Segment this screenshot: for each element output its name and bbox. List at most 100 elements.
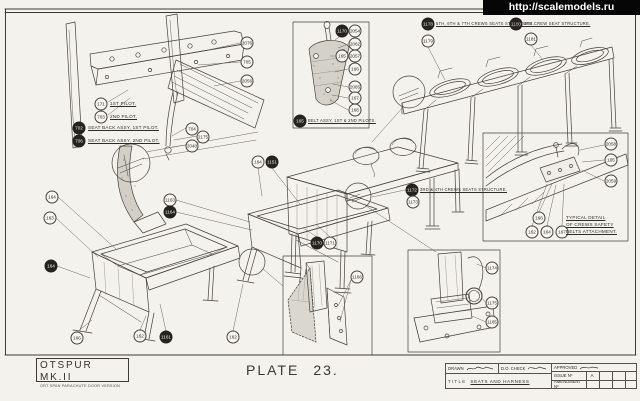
label-1st-pilot: 1ST PILOT. <box>110 101 137 106</box>
label-seat-back-2: SEAT BACK ASSY, 2ND PILOT. <box>88 138 160 143</box>
amendment-label: AMENDMENT Nº <box>554 379 581 388</box>
part-callout-lt-163: 163 <box>43 211 57 225</box>
part-callout-lt-1151: 1151 <box>265 155 279 169</box>
model-title: OTSPUR MK.II <box>40 360 93 383</box>
label-typical-detail-2: OF CREWS SAFETY <box>566 222 614 227</box>
issue-value-cell: A <box>586 372 597 380</box>
model-subtitle: ORT SPAN PARACHUTE DOOR VERSION <box>40 384 120 388</box>
amendment-empty-cell <box>586 380 597 388</box>
part-callout-rd-167: 167 <box>555 225 569 239</box>
part-callout-tl-2040: 2040 <box>185 139 199 153</box>
part-callout-tr-1179: 1179 <box>421 34 435 48</box>
drawn-label: DRAWN <box>448 366 464 371</box>
belts-attachment-art <box>482 132 629 242</box>
part-callout-lt-164c: 164 <box>251 155 265 169</box>
title-block-right: APPROVED ISSUE Nº A AMENDMENT Nº <box>552 364 636 388</box>
drawn-signature-mark <box>466 366 493 371</box>
title-cell: TITLE SEATS AND HARNESS <box>446 374 551 388</box>
part-callout-lt-164b: 164 <box>44 259 58 273</box>
amendment-empty-cell <box>625 380 636 388</box>
title-block-left: DRAWN D.O. CHECK TITLE SEATS AND HARNESS <box>446 364 552 388</box>
issue-empty-cell <box>612 372 623 380</box>
part-callout-tl-704: 704 <box>185 122 199 136</box>
part-callout-tr-1178: 1178 <box>421 17 435 31</box>
part-callout-rd-166: 166 <box>532 211 546 225</box>
label-crews-34: 3RD & 4TH CREWS SEATS STRUCTURE. <box>420 187 508 192</box>
part-callout-tl-705: 705 <box>240 55 254 69</box>
part-callout-lt-1164: 1164 <box>163 205 177 219</box>
post-base-art <box>407 249 501 353</box>
approved-signature-mark <box>580 366 599 369</box>
part-callout-tl-2076: 2076 <box>240 36 254 50</box>
part-callout-tl-702: 702 <box>72 121 86 135</box>
part-callout-tl-171: 171 <box>94 97 108 111</box>
sheet-frame <box>4 8 637 356</box>
part-callout-lt-164a: 164 <box>45 190 59 204</box>
part-callout-mb-1173: 1173 <box>406 195 420 209</box>
part-callout-mb-1171: 1171 <box>323 236 337 250</box>
model-designation-box: OTSPUR MK.II ORT SPAN PARACHUTE DOOR VER… <box>36 358 129 388</box>
do-check-cell: D.O. CHECK <box>498 364 551 373</box>
amendment-empty-cell <box>599 380 610 388</box>
part-callout-br-1174: 1174 <box>485 261 499 275</box>
drawn-cell: DRAWN <box>446 364 498 373</box>
part-callout-bl-1166: 1166 <box>350 270 364 284</box>
part-callout-lt-166: 166 <box>70 331 84 345</box>
issue-row: ISSUE Nº A <box>552 371 636 380</box>
part-callout-mb-1172: 1172 <box>405 183 419 197</box>
part-callout-bb-166: 166 <box>348 62 362 76</box>
part-callout-rd-164: 164 <box>540 225 554 239</box>
part-callout-tl-706: 706 <box>72 134 86 148</box>
label-belt-assy: BELT ASSY, 1ST & 2ND PILOTS. <box>308 118 376 123</box>
title-value: SEATS AND HARNESS <box>470 378 530 384</box>
part-callout-rd-2058: 2058 <box>604 137 618 151</box>
part-callout-br-1175: 1175 <box>485 296 499 310</box>
tub-seats-art <box>55 131 391 342</box>
issue-empty-cell <box>625 372 636 380</box>
approved-cell: APPROVED <box>552 364 636 371</box>
amendment-row: AMENDMENT Nº <box>552 379 636 388</box>
part-callout-tl-2175: 2175 <box>196 130 210 144</box>
middle-bench-art <box>283 137 465 294</box>
part-callout-lt-162b: 162 <box>226 330 240 344</box>
crew-bench-art <box>371 37 623 173</box>
label-crews-567: 5TH, 6TH & 7TH CREWS SEATS STRUCTURE. <box>436 21 534 26</box>
part-callout-bb-168: 168 <box>348 103 362 117</box>
approved-label: APPROVED <box>554 365 578 371</box>
label-2nd-pilot: 2ND PILOT. <box>110 114 138 119</box>
issue-empty-cell <box>599 372 610 380</box>
part-callout-tl-703: 703 <box>94 110 108 124</box>
part-callout-lt-162a: 162 <box>133 329 147 343</box>
amendment-empty-cell <box>612 380 623 388</box>
part-callout-bb-2057: 2057 <box>348 49 362 63</box>
label-typical-detail-1: TYPICAL DETAIL <box>566 215 606 220</box>
part-callout-tl-2056: 2056 <box>240 74 254 88</box>
label-crew-8: 8TH CREW SEAT STRUCTURE. <box>524 21 591 26</box>
part-callout-rd-162: 162 <box>525 225 539 239</box>
part-callout-rd-165: 165 <box>604 153 618 167</box>
part-callout-bb-2054: 2054 <box>348 24 362 38</box>
title-label: TITLE <box>448 378 467 384</box>
title-block: DRAWN D.O. CHECK TITLE SEATS AND HARNESS… <box>445 363 637 389</box>
label-seat-back-1: SEAT BACK ASSY, 1ST PILOT. <box>88 125 159 130</box>
part-callout-tr-1180: 1180 <box>509 17 523 31</box>
plate-number: PLATE 23. <box>246 362 339 378</box>
part-callout-lt-1161: 1161 <box>159 330 173 344</box>
watermark-url: http://scalemodels.ru <box>483 0 640 15</box>
leg-bracket-art <box>282 255 373 356</box>
part-callout-mb-1170: 1170 <box>310 236 324 250</box>
part-callout-br-1165: 1165 <box>485 315 499 329</box>
part-callout-bb-1170: 1170 <box>335 24 349 38</box>
part-callout-rd-2059: 2059 <box>604 174 618 188</box>
part-callout-bb-165: 165 <box>335 49 349 63</box>
do-check-signature-mark <box>528 366 547 370</box>
plate-label: PLATE <box>246 362 300 378</box>
do-check-label: D.O. CHECK <box>501 366 526 371</box>
label-typical-detail-3: BELTS ATTACHMENT. <box>566 229 617 234</box>
plate-number-value: 23. <box>313 362 339 378</box>
issue-label: ISSUE Nº <box>554 373 573 379</box>
part-callout-tr-1181: 1181 <box>524 32 538 46</box>
part-callout-bb-cap: 165 <box>293 114 307 128</box>
